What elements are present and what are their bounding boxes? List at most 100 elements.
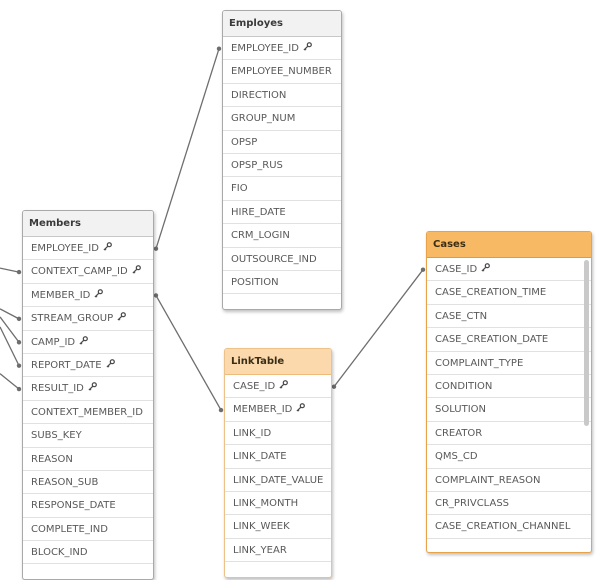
field-row[interactable]: CONTEXT_CAMP_ID — [23, 260, 153, 284]
field-row[interactable]: CR_PRIVCLASS — [427, 492, 591, 516]
field-name: CRM_LOGIN — [231, 230, 290, 242]
field-row[interactable]: COMPLETE_IND — [23, 518, 153, 542]
field-row[interactable]: CASE_ID — [225, 375, 331, 399]
field-name: REASON_SUB — [31, 476, 99, 488]
field-name: DIRECTION — [231, 89, 287, 101]
field-row[interactable]: CASE_CTN — [427, 305, 591, 329]
key-icon — [303, 38, 312, 61]
field-row[interactable]: CONDITION — [427, 375, 591, 399]
field-name: COMPLAINT_TYPE — [435, 357, 524, 369]
key-icon — [296, 399, 306, 422]
field-name: LINK_DATE_VALUE — [233, 474, 324, 486]
association-link — [0, 316, 20, 343]
field-name: CASE_ID — [233, 381, 276, 392]
field-row[interactable]: DIRECTION — [223, 84, 341, 108]
field-name: LINK_ID — [233, 427, 272, 439]
field-name: REPORT_DATE — [31, 359, 102, 371]
field-row[interactable]: EMPLOYEE_ID — [23, 237, 153, 261]
field-row[interactable]: FIO — [223, 177, 341, 201]
field-row[interactable]: HIRE_DATE — [223, 201, 341, 225]
field-row[interactable]: REPORT_DATE — [23, 354, 153, 378]
link-endpoint — [16, 386, 22, 392]
field-row[interactable]: CAMP_ID — [23, 331, 153, 354]
field-name: OUTSOURCE_IND — [231, 253, 317, 265]
field-name: COMPLAINT_REASON — [435, 474, 541, 486]
field-row[interactable]: LINK_WEEK — [225, 515, 331, 539]
field-row[interactable]: POSITION — [223, 271, 341, 295]
table-header[interactable]: Employes — [223, 11, 341, 37]
field-name: HIRE_DATE — [231, 206, 286, 218]
link-endpoint — [153, 293, 159, 298]
field-row[interactable]: CRM_LOGIN — [223, 224, 341, 248]
field-name: REASON — [31, 453, 73, 465]
key-icon — [105, 355, 115, 378]
table-header[interactable]: Members — [23, 211, 153, 237]
field-row[interactable]: CREATOR — [427, 422, 591, 446]
field-row[interactable]: REASON — [23, 448, 153, 471]
field-row[interactable]: LINK_DATE — [225, 445, 331, 469]
key-icon — [132, 261, 141, 284]
link-endpoint — [216, 46, 222, 51]
field-row[interactable]: COMPLAINT_TYPE — [427, 352, 591, 375]
field-row[interactable]: OPSP_RUS — [223, 154, 341, 178]
field-row[interactable]: EMPLOYEE_ID — [223, 37, 341, 61]
field-name: CREATOR — [435, 427, 483, 439]
field-row[interactable]: CASE_CREATION_DATE — [427, 328, 591, 352]
key-icon — [481, 259, 491, 282]
table-linktable[interactable]: LinkTable CASE_ID MEMBER_ID LINK_ID LINK_DA… — [224, 348, 332, 578]
field-row[interactable]: CASE_ID — [427, 258, 591, 282]
link-endpoint — [420, 267, 426, 272]
field-name: POSITION — [231, 276, 279, 288]
field-name: LINK_MONTH — [233, 497, 299, 509]
field-row[interactable]: CONTEXT_MEMBER_ID — [23, 401, 153, 425]
field-row[interactable]: SUBS_KEY — [23, 424, 153, 448]
key-icon — [79, 332, 89, 355]
vertical-scrollbar[interactable] — [584, 260, 589, 426]
field-name: SUBS_KEY — [31, 430, 82, 442]
field-row[interactable]: LINK_MONTH — [225, 492, 331, 516]
field-row[interactable]: BLOCK_IND — [23, 541, 153, 565]
field-row[interactable]: REASON_SUB — [23, 471, 153, 495]
link-endpoint — [16, 269, 22, 275]
table-header[interactable]: LinkTable — [225, 349, 331, 375]
field-row[interactable]: CASE_CREATION_TIME — [427, 281, 591, 305]
field-name: CASE_ID — [435, 264, 478, 275]
field-row[interactable]: OPSP — [223, 131, 341, 154]
association-link — [155, 48, 220, 249]
field-name: COMPLETE_IND — [31, 523, 108, 535]
field-row[interactable]: EMPLOYEE_NUMBER — [223, 60, 341, 84]
field-row[interactable]: LINK_YEAR — [225, 539, 331, 563]
field-row[interactable]: LINK_ID — [225, 422, 331, 446]
field-name: QMS_CD — [435, 451, 478, 463]
field-name: MEMBER_ID — [31, 289, 91, 301]
field-row[interactable]: CASE_CREATION_CHANNEL — [427, 515, 591, 539]
field-name: OPSP — [231, 136, 258, 148]
field-name: SOLUTION — [435, 404, 487, 416]
field-name: STREAM_GROUP — [31, 313, 114, 325]
field-row[interactable]: GROUP_NUM — [223, 107, 341, 131]
field-row[interactable]: SOLUTION — [427, 398, 591, 422]
field-row[interactable]: MEMBER_ID — [225, 398, 331, 422]
link-endpoint — [331, 384, 337, 389]
field-row[interactable]: QMS_CD — [427, 445, 591, 469]
field-name: CASE_CREATION_DATE — [435, 334, 549, 346]
field-row[interactable]: MEMBER_ID — [23, 284, 153, 308]
field-row[interactable]: COMPLAINT_REASON — [427, 469, 591, 492]
association-link — [155, 295, 222, 411]
field-row[interactable]: RESPONSE_DATE — [23, 494, 153, 518]
field-list: CASE_ID MEMBER_ID LINK_ID LINK_DATE LINK_DAT… — [225, 375, 331, 563]
link-endpoint — [218, 407, 224, 413]
field-row[interactable]: STREAM_GROUP — [23, 307, 153, 331]
field-row[interactable]: LINK_DATE_VALUE — [225, 469, 331, 492]
field-row[interactable]: RESULT_ID — [23, 377, 153, 401]
link-endpoint — [16, 363, 22, 368]
field-name: RESULT_ID — [31, 383, 84, 395]
table-header[interactable]: Cases — [427, 232, 591, 258]
field-row[interactable]: OUTSOURCE_IND — [223, 248, 341, 271]
